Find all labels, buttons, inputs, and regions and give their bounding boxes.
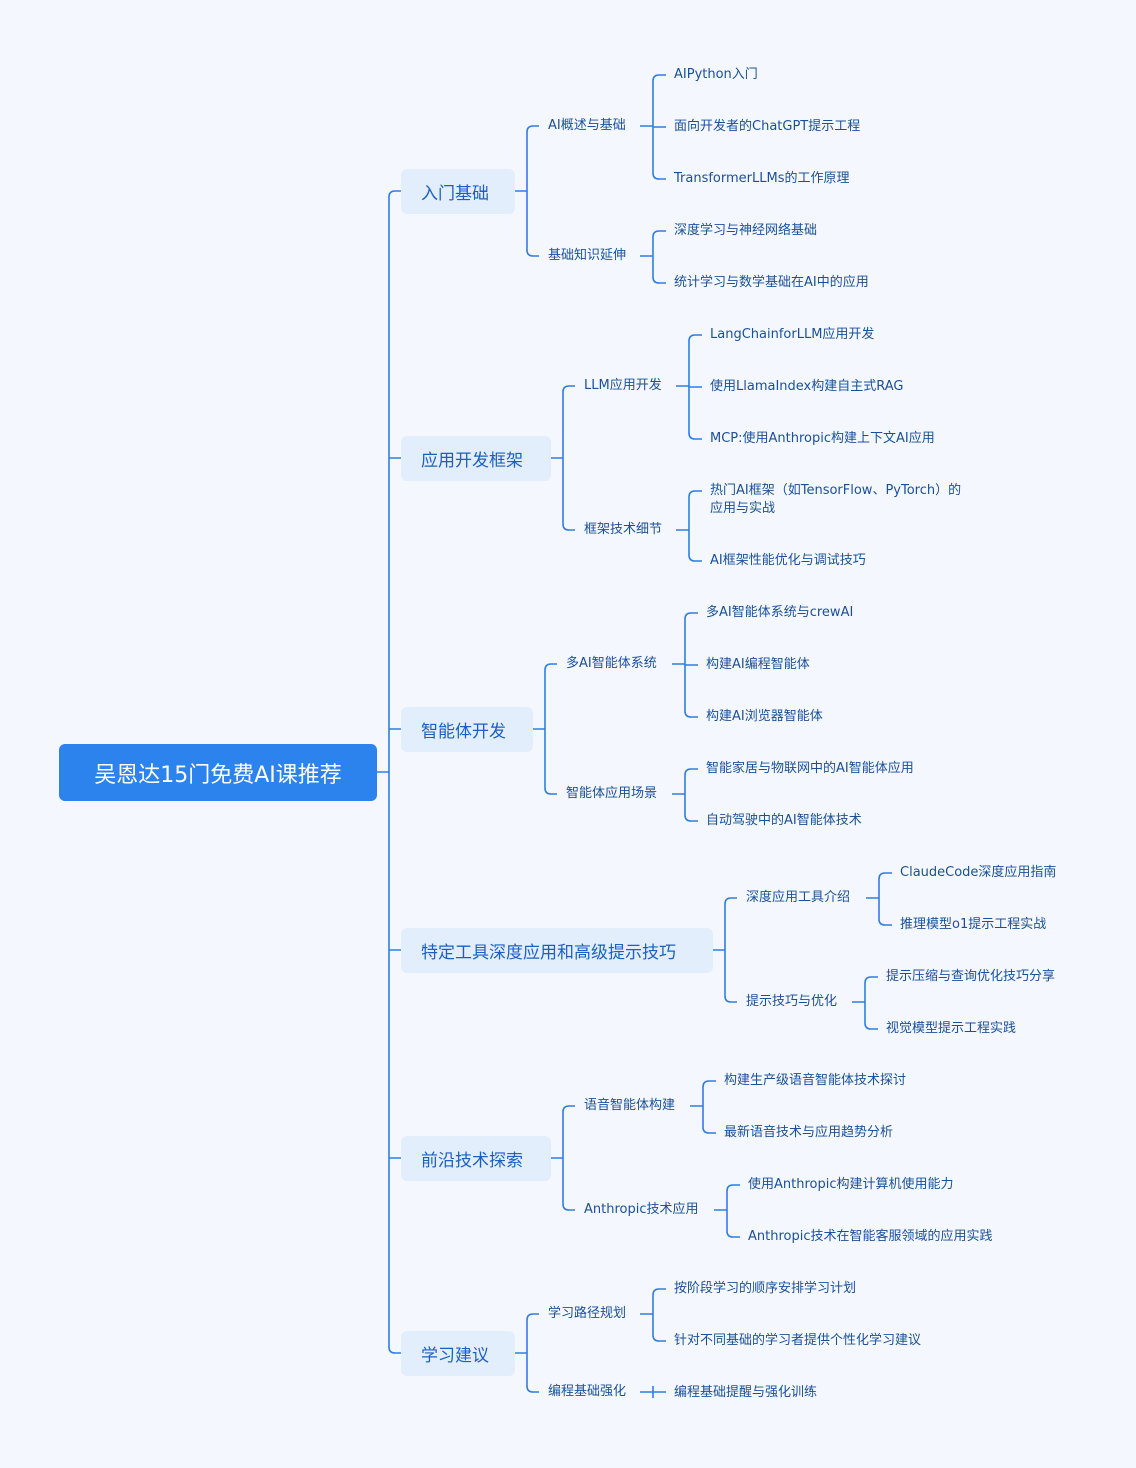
- connector-topic-2-0: [672, 612, 698, 718]
- leaf-autonomous-driving-agent: 自动驾驶中的AI智能体技术: [706, 813, 862, 828]
- leaf-deep-learning-basics: 深度学习与神经网络基础: [674, 223, 818, 238]
- root-node: 吴恩达15门免费AI课推荐: [59, 744, 377, 801]
- leaf-mcp-anthropic: MCP:使用Anthropic构建上下文AI应用: [710, 431, 935, 446]
- leaf-browser-agent: 构建AI浏览器智能体: [706, 709, 823, 724]
- leaf-claude-code: ClaudeCode深度应用指南: [900, 865, 1057, 880]
- connector-branch-4: [551, 1105, 575, 1211]
- leaf-prompt-compression: 提示压缩与查询优化技巧分享: [886, 969, 1056, 984]
- topic-anthropic-apps: Anthropic技术应用: [584, 1202, 699, 1217]
- leaf-coding-agent: 构建AI编程智能体: [706, 657, 810, 672]
- leaf-anthropic-computer-use: 使用Anthropic构建计算机使用能力: [748, 1177, 954, 1192]
- leaf-voice-trends: 最新语音技术与应用趋势分析: [724, 1125, 894, 1140]
- connector-topic-4-1: [714, 1184, 740, 1238]
- topic-ai-overview: AI概述与基础: [548, 118, 626, 133]
- connector-branch-1: [551, 385, 575, 531]
- connector-topic-1-1: [676, 490, 702, 562]
- leaf-transformer-llms: TransformerLLMs的工作原理: [674, 171, 850, 186]
- topic-deep-tools: 深度应用工具介绍: [746, 890, 851, 905]
- leaf-vision-prompt: 视觉模型提示工程实践: [886, 1021, 1017, 1036]
- connector-branch-0: [515, 125, 539, 257]
- leaf-multi-agent-crewai: 多AI智能体系统与crewAI: [706, 605, 854, 620]
- leaf-ai-python-intro: AIPython入门: [674, 67, 758, 82]
- leaf-production-voice-agent: 构建生产级语音智能体技术探讨: [724, 1073, 907, 1088]
- connector-topic-1-0: [676, 334, 702, 440]
- branch-intro-basics: 入门基础: [401, 169, 515, 214]
- leaf-staged-learning-plan: 按阶段学习的顺序安排学习计划: [674, 1281, 857, 1296]
- topic-programming-basics: 编程基础强化: [548, 1384, 627, 1399]
- connector-topic-3-0: [866, 872, 892, 926]
- leaf-personalized-advice: 针对不同基础的学习者提供个性化学习建议: [674, 1333, 922, 1348]
- leaf-popular-frameworks: 热门AI框架（如TensorFlow、PyTorch）的: [710, 483, 962, 498]
- topic-learning-path: 学习路径规划: [548, 1306, 627, 1321]
- leaf-framework-performance: AI框架性能优化与调试技巧: [710, 553, 866, 568]
- connector-root: [377, 190, 401, 1354]
- leaf-anthropic-customer-service: Anthropic技术在智能客服领域的应用实践: [748, 1229, 993, 1244]
- leaf-popular-frameworks-line2: 应用与实战: [710, 501, 776, 516]
- connector-topic-4-0: [690, 1080, 716, 1134]
- leaf-o1-prompt: 推理模型o1提示工程实战: [900, 917, 1047, 932]
- topic-basic-extension: 基础知识延伸: [548, 248, 627, 263]
- leaf-llamaindex-rag: 使用LlamaIndex构建自主式RAG: [710, 379, 904, 394]
- leaf-statistics-math: 统计学习与数学基础在AI中的应用: [674, 275, 869, 290]
- topic-llm-app-dev: LLM应用开发: [584, 378, 662, 393]
- connector-topic-0-0: [640, 74, 666, 180]
- branch-agent-development: 智能体开发: [401, 707, 533, 752]
- branch-specific-tools-prompting: 特定工具深度应用和高级提示技巧: [401, 928, 713, 973]
- leaf-programming-training: 编程基础提醒与强化训练: [674, 1385, 818, 1400]
- branch-app-frameworks: 应用开发框架: [401, 436, 551, 481]
- topic-framework-details: 框架技术细节: [584, 522, 663, 537]
- leaf-smart-home-agent: 智能家居与物联网中的AI智能体应用: [706, 761, 914, 776]
- branch-frontier-tech: 前沿技术探索: [401, 1136, 551, 1181]
- branch-learning-advice: 学习建议: [401, 1331, 515, 1376]
- topic-multi-agent-system: 多AI智能体系统: [566, 656, 657, 671]
- connector-topic-2-1: [672, 768, 698, 822]
- connector-branch-3: [713, 897, 737, 1003]
- topic-prompt-optimization: 提示技巧与优化: [746, 994, 838, 1009]
- connector-topic-5-0: [640, 1288, 666, 1342]
- connector-topic-5-1: [640, 1386, 666, 1398]
- connector-branch-5: [515, 1313, 539, 1393]
- connector-topic-3-1: [852, 976, 878, 1030]
- topic-voice-agent: 语音智能体构建: [584, 1098, 676, 1113]
- connector-topic-0-1: [640, 230, 666, 284]
- leaf-chatgpt-prompt-engineering: 面向开发者的ChatGPT提示工程: [674, 119, 861, 134]
- topic-agent-scenarios: 智能体应用场景: [566, 786, 658, 801]
- connector-branch-2: [533, 663, 557, 795]
- leaf-langchain: LangChainforLLM应用开发: [710, 327, 875, 342]
